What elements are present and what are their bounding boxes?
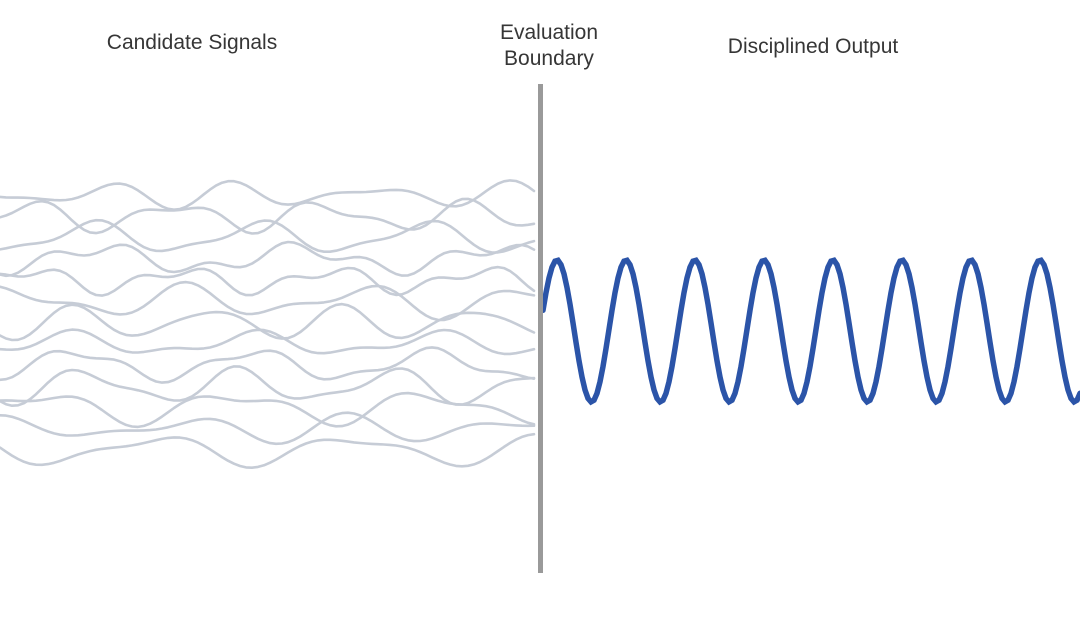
candidate-signals-label: Candidate Signals [106,31,278,54]
disciplined-output-wave [540,257,1080,406]
candidate-wave-line [0,328,536,356]
evaluation-boundary-label: Evaluation Boundary [499,21,599,70]
candidate-wave-line [0,432,536,469]
candidate-wave-line [0,365,536,407]
candidate-wave-line [0,179,536,211]
candidate-waves-group [0,179,536,469]
candidate-wave-line [0,197,536,235]
candidate-wave-line [0,240,536,278]
candidate-wave-line [0,218,536,254]
candidate-wave-line [0,391,536,429]
candidate-wave-line [0,411,536,446]
disciplined-output-label: Disciplined Output [727,35,899,58]
candidate-wave-line [0,346,536,384]
candidate-wave-line [0,280,536,322]
candidate-wave-line [0,265,536,297]
candidate-wave-line [0,302,536,342]
